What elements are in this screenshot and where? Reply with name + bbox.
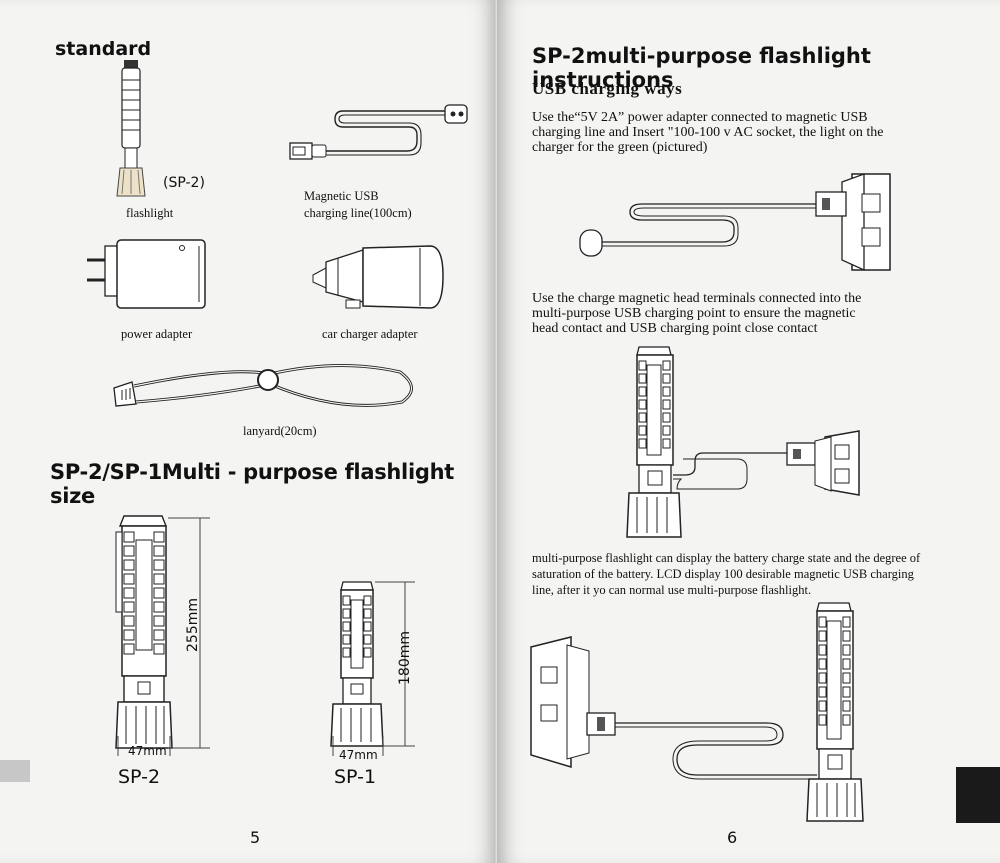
car-charger-caption: car charger adapter — [322, 327, 418, 341]
paragraph-1-line-1: Use the“5V 2A” power adapter connected t… — [532, 110, 868, 125]
paragraph-2-line-1: Use the charge magnetic head terminals c… — [532, 291, 862, 306]
paragraph-2: Use the charge magnetic head terminals c… — [532, 291, 992, 336]
page-number-5: 5 — [250, 828, 261, 847]
sp1-height-label: 180mm — [397, 631, 413, 685]
sp2-height-label: 255mm — [185, 598, 201, 652]
magnetic-usb-cable-illustration — [289, 104, 468, 160]
paragraph-2-line-2: multi-purpose USB charging point to ensu… — [532, 306, 856, 321]
paragraph-1-line-3: charger for the green (pictured) — [532, 140, 708, 155]
flashlight-dock-illustration — [530, 602, 864, 822]
paragraph-1-line-2: charging line and Insert "100-100 v AC s… — [532, 125, 884, 140]
sp2-width-label: 47mm — [128, 744, 167, 758]
flashlight-charging-illustration — [626, 346, 860, 538]
paragraph-3-line-1: multi-purpose flashlight can display the… — [532, 551, 921, 565]
usb-cable-caption-line2: charging line(100cm) — [304, 206, 412, 220]
sp1-flashlight-diagram — [330, 581, 415, 756]
page-number-6: 6 — [727, 828, 738, 847]
sp1-width-label: 47mm — [339, 748, 378, 762]
usb-charging-subheading: USB charging ways — [532, 79, 683, 98]
page-edge-tab — [956, 767, 1000, 823]
size-heading: SP-2/SP-1Multi - purpose flashlight size — [50, 460, 454, 508]
paragraph-3-line-3: line, after it yo can normal use multi-p… — [532, 583, 812, 597]
page-6: SP-2multi-purpose flashlight instruction… — [497, 0, 1000, 863]
page-5: standard (SP-2) flashlight Magnetic USB … — [0, 0, 497, 863]
usb-cable-caption-line1: Magnetic USB — [304, 189, 379, 203]
charger-socket-illustration — [579, 173, 891, 272]
car-charger-illustration — [312, 245, 444, 309]
power-adapter-caption: power adapter — [121, 327, 193, 341]
standard-heading: standard — [55, 38, 152, 60]
instructions-heading: SP-2multi-purpose flashlight instruction… — [532, 44, 871, 92]
flashlight-caption: flashlight — [126, 206, 174, 220]
sp2-flashlight-diagram — [115, 515, 210, 756]
flashlight-illustration — [116, 60, 146, 197]
sp2-label: SP-2 — [118, 766, 161, 788]
power-adapter-illustration — [87, 239, 206, 309]
lanyard-caption: lanyard(20cm) — [243, 424, 317, 438]
page-edge-tab — [0, 760, 30, 782]
paragraph-3: multi-purpose flashlight can display the… — [532, 550, 992, 598]
paragraph-3-line-2: saturation of the battery. LCD display 1… — [532, 567, 914, 581]
flashlight-model-label: (SP-2) — [163, 175, 205, 191]
lanyard-illustration — [113, 364, 413, 407]
paragraph-1: Use the“5V 2A” power adapter connected t… — [532, 110, 992, 155]
sp1-label: SP-1 — [334, 766, 377, 788]
paragraph-2-line-3: head contact and USB charging point clos… — [532, 321, 818, 336]
